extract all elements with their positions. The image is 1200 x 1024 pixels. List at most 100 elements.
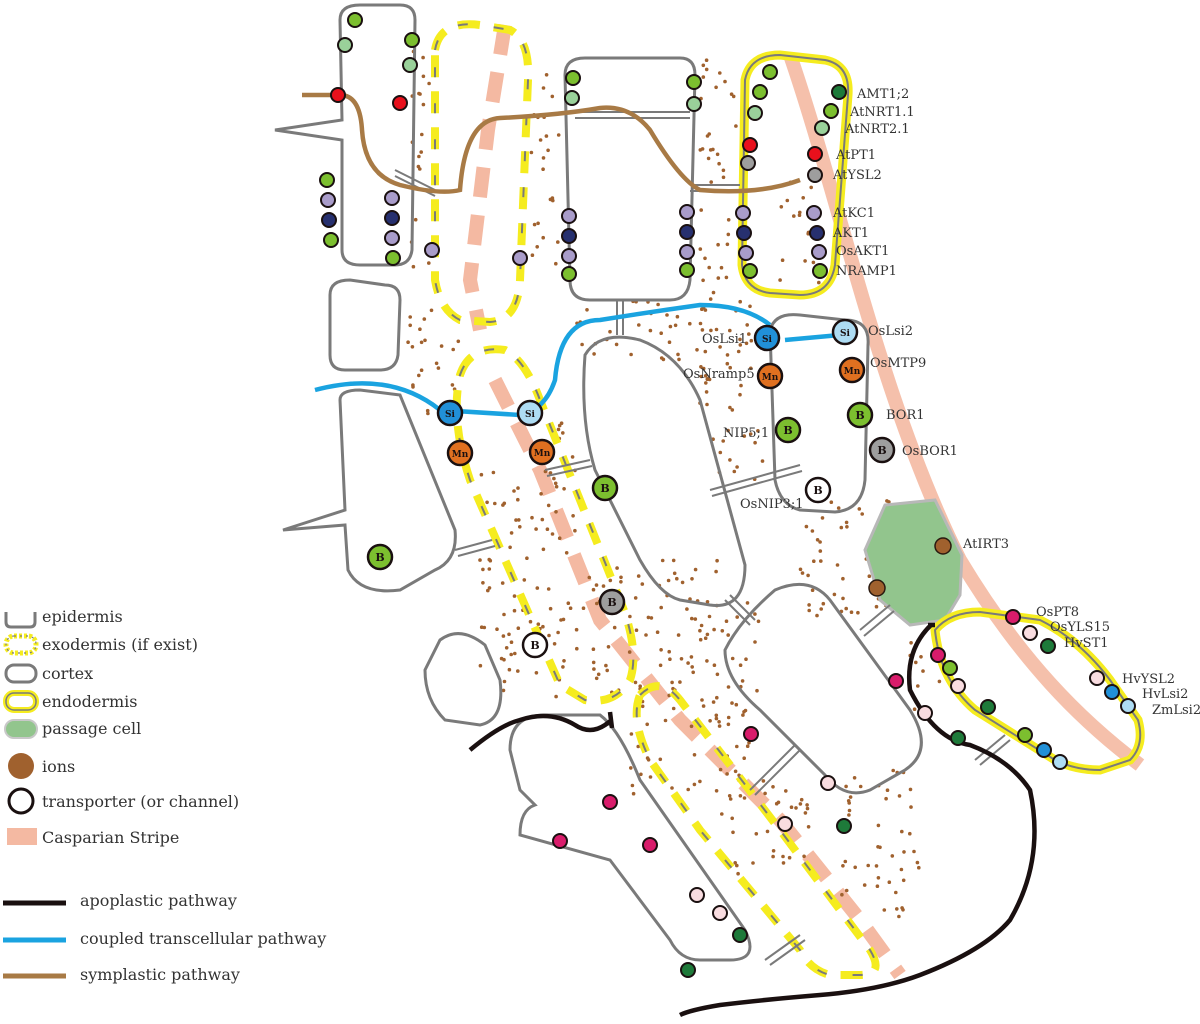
ion-dot [878, 845, 882, 850]
ion-letter-mn: Mn [844, 367, 861, 377]
ion-dot [646, 758, 651, 762]
ion-dot [712, 663, 717, 667]
ion-dot [689, 724, 694, 729]
ion-dot [744, 657, 748, 661]
plasmodesma-9 [859, 604, 891, 631]
ion-dot [763, 791, 767, 796]
ion-dot [725, 353, 730, 357]
ion-letter-b: B [813, 484, 822, 497]
label-hvysl2: HvYSL2 [1122, 672, 1176, 687]
ion-dot [724, 619, 729, 623]
ion-dot [659, 331, 663, 336]
ion-dot [512, 608, 517, 613]
transporter-circle [385, 250, 401, 266]
ion-dot [417, 154, 421, 159]
plasmodesma-6b [457, 545, 496, 557]
ion-dot [771, 849, 776, 853]
ion-dot [667, 340, 672, 345]
ion-dot [552, 642, 557, 646]
ion-dot [561, 431, 565, 435]
ion-dot [546, 148, 550, 153]
ion-dot [546, 503, 551, 508]
ion-dot [559, 421, 564, 426]
transporter-circle [814, 120, 830, 136]
ion-dot [705, 659, 709, 663]
ion-dot [755, 688, 759, 693]
transporter-circle [680, 962, 696, 978]
ion-dot [591, 647, 596, 651]
ion-letter-b: B [607, 596, 616, 609]
ion-dot [666, 578, 671, 583]
plasmodesma-5b [546, 465, 593, 477]
transporter-circle [762, 64, 778, 80]
apoplastic-pathway-line-right [678, 622, 1037, 1018]
transporter-circle [564, 90, 580, 106]
ion-dot [648, 328, 653, 333]
ion-dot [517, 518, 521, 522]
ion-letter-si: Si [445, 410, 455, 420]
ion-marker [934, 537, 952, 555]
ion-dot [714, 716, 719, 721]
ion-dot [423, 338, 427, 343]
ion-dot [919, 655, 923, 659]
transporter-circle [320, 192, 336, 208]
ion-dot [728, 797, 733, 801]
transporter-circle [521, 631, 549, 659]
legend-exodermis: exodermis (if exist) [42, 635, 198, 654]
ion-dot [781, 854, 785, 859]
transporter-circle [742, 263, 758, 279]
label-atkc1: AtKC1 [833, 206, 875, 221]
ion-dot [741, 713, 745, 717]
legend-transporter: transporter (or channel) [42, 792, 240, 811]
ion-dot [482, 625, 487, 630]
label-osakt1: OsAKT1 [836, 244, 890, 259]
ion-dot [866, 863, 870, 868]
ion-dot [545, 527, 550, 531]
ion-dot [841, 596, 845, 601]
ion-dot [915, 860, 920, 865]
ion-dot [670, 786, 674, 790]
ion-dot [820, 516, 825, 520]
ion-dot [897, 794, 902, 798]
transporter-circle [561, 208, 577, 224]
ion-dot [899, 867, 904, 872]
ion-dot [742, 796, 747, 800]
ion-dot [908, 831, 912, 836]
ion-dot [937, 679, 942, 684]
ion-dot [728, 458, 732, 462]
label-zmlsi2: ZmLsi2 [1152, 703, 1200, 718]
apoplastic-pathway-line-left [468, 711, 615, 752]
ion-dot [887, 880, 892, 884]
ion-dot [803, 811, 808, 815]
ion-dot [726, 232, 731, 237]
ion-dot [703, 636, 708, 640]
ion-dot [509, 652, 513, 657]
ion-dot [747, 332, 751, 336]
ion-dot [876, 823, 881, 828]
plasmodesma-1 [394, 169, 436, 191]
ion-dot [698, 247, 703, 251]
ion-dot [487, 586, 492, 590]
ion-dot [493, 501, 497, 506]
ion-dot [678, 680, 682, 684]
ion-dot [554, 261, 558, 266]
ion-dot [512, 489, 516, 493]
ion-dot [427, 261, 431, 265]
ion-dot [451, 347, 456, 352]
ion-dot [691, 670, 695, 675]
transporter-circle [743, 726, 759, 742]
transporter-circle [330, 87, 346, 103]
ion-dot [753, 440, 757, 445]
ion-dot [540, 517, 545, 522]
ion-dot [901, 878, 906, 883]
ion-dot [514, 518, 518, 522]
ion-dot [689, 655, 694, 659]
ion-dot [804, 524, 809, 529]
ion-dot [835, 563, 840, 567]
ion-dot [501, 634, 506, 638]
ion-dot [848, 795, 853, 799]
transporter-circle [712, 905, 728, 921]
ion-dot [800, 571, 805, 575]
ion-dot [541, 86, 546, 90]
ion-dot [636, 574, 641, 578]
